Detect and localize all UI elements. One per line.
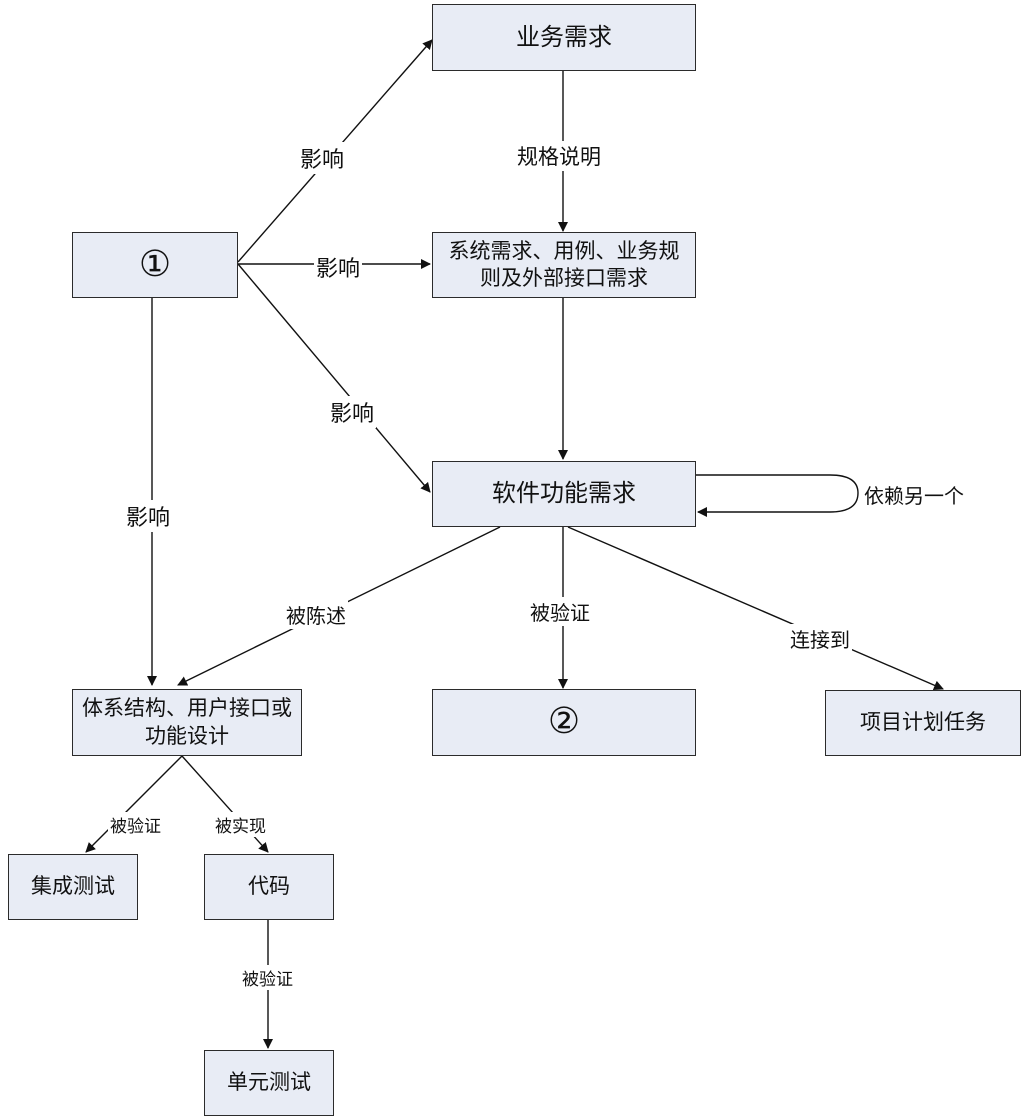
label-influence-left: 影响 bbox=[124, 500, 173, 532]
label-connected: 连接到 bbox=[788, 624, 852, 653]
label-verified-bottom: 被验证 bbox=[240, 965, 295, 990]
node-integration-test: 集成测试 bbox=[8, 854, 138, 920]
node-software-func-req: 软件功能需求 bbox=[432, 461, 696, 527]
node-system-req: 系统需求、用例、业务规则及外部接口需求 bbox=[432, 232, 696, 298]
node-code: 代码 bbox=[204, 854, 334, 920]
node-business-req: 业务需求 bbox=[432, 4, 696, 71]
edge-influence-diag bbox=[237, 263, 431, 493]
edge-verified-left bbox=[85, 755, 183, 853]
label-described: 被陈述 bbox=[284, 600, 348, 629]
label-influence-diag: 影响 bbox=[328, 396, 377, 428]
label-spec: 规格说明 bbox=[515, 141, 603, 171]
label-implemented: 被实现 bbox=[213, 812, 268, 837]
label-influence-mid: 影响 bbox=[314, 251, 363, 283]
label-depends: 依赖另一个 bbox=[862, 480, 966, 509]
node-unit-test: 单元测试 bbox=[204, 1050, 334, 1116]
edge-connected bbox=[567, 526, 944, 691]
label-influence-top: 影响 bbox=[298, 142, 347, 174]
node-circle-1: ① bbox=[72, 232, 238, 298]
node-circle-2: ② bbox=[432, 689, 696, 756]
node-architecture: 体系结构、用户接口或功能设计 bbox=[72, 689, 302, 756]
edge-implemented bbox=[181, 755, 269, 853]
label-verified-mid: 被验证 bbox=[528, 597, 592, 626]
node-project-tasks: 项目计划任务 bbox=[825, 690, 1021, 756]
edge-depends-loop bbox=[696, 474, 859, 517]
label-verified-left: 被验证 bbox=[108, 812, 163, 837]
